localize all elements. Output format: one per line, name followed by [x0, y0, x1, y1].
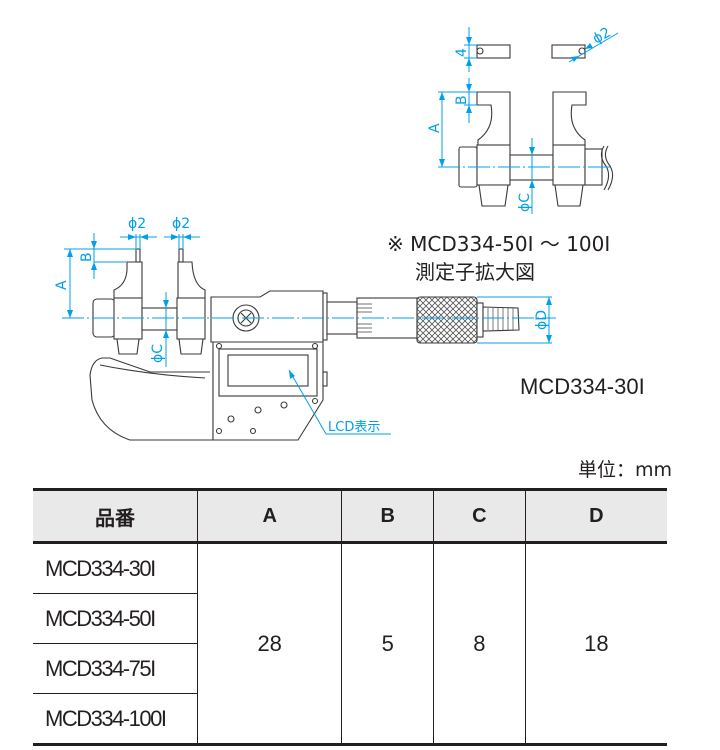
lcd-screen	[227, 354, 309, 387]
value-c: 8	[433, 542, 526, 746]
detail-dim-phic-label: ϕC	[517, 193, 533, 212]
main-dimensions: ϕ2 ϕ2 A B ϕC ϕD LCD表示	[54, 216, 556, 435]
value-a: 28	[196, 542, 342, 746]
value-d: 18	[524, 542, 667, 746]
unit-label: 単位：mm	[577, 459, 672, 481]
detail-dim-b-label: B	[454, 95, 470, 105]
micrometer-drawing: ϕ2 ϕ2 A B ϕC ϕD LCD表示	[54, 25, 619, 441]
lcd-label: LCD表示	[328, 420, 380, 435]
detail-note-models: ※ MCD334-50I ～ 100I	[387, 232, 611, 256]
header-part-no: 品番	[33, 488, 198, 544]
dim-phid-label: ϕD	[534, 310, 550, 330]
table-row: MCD334-50I	[33, 593, 667, 644]
phi2-left-label: ϕ2	[128, 216, 146, 232]
header-d: D	[524, 488, 667, 544]
table-row: MCD334-100I	[33, 693, 667, 746]
model-cell: MCD334-30I	[33, 542, 198, 594]
detail-note-title: 測定子拡大図	[415, 260, 535, 284]
table-row: MCD334-30I 28 5 8 18	[33, 542, 667, 746]
dim-b-label: B	[79, 252, 95, 262]
micrometer-main	[89, 248, 520, 441]
table-header-row: 品番 A B C D	[33, 488, 667, 544]
detail-dim-a-label: A	[427, 123, 443, 133]
header-b: B	[341, 488, 434, 544]
probe-detail-view: 4 ϕ2 A B ϕC	[427, 25, 619, 214]
dimension-table: 品番 A B C D MCD334-30I 28 5 8 18 MCD334-5…	[33, 488, 667, 746]
detail-dim-4-label: 4	[454, 48, 470, 57]
model-cell: MCD334-75I	[33, 643, 198, 694]
frame	[89, 350, 214, 441]
table-row: MCD334-75I	[33, 643, 667, 694]
model-label: MCD334-30I	[520, 374, 645, 399]
detail-phi2-label: ϕ2	[590, 25, 614, 48]
value-b: 5	[341, 542, 434, 746]
header-a: A	[196, 488, 342, 544]
header-c: C	[433, 488, 526, 544]
phi2-right-label: ϕ2	[172, 216, 190, 232]
dim-phic-label: ϕC	[150, 344, 166, 363]
dim-a-label: A	[54, 280, 70, 290]
thimble-knurl	[416, 296, 478, 344]
model-cell: MCD334-50I	[33, 593, 198, 644]
model-cell: MCD334-100I	[33, 693, 198, 746]
